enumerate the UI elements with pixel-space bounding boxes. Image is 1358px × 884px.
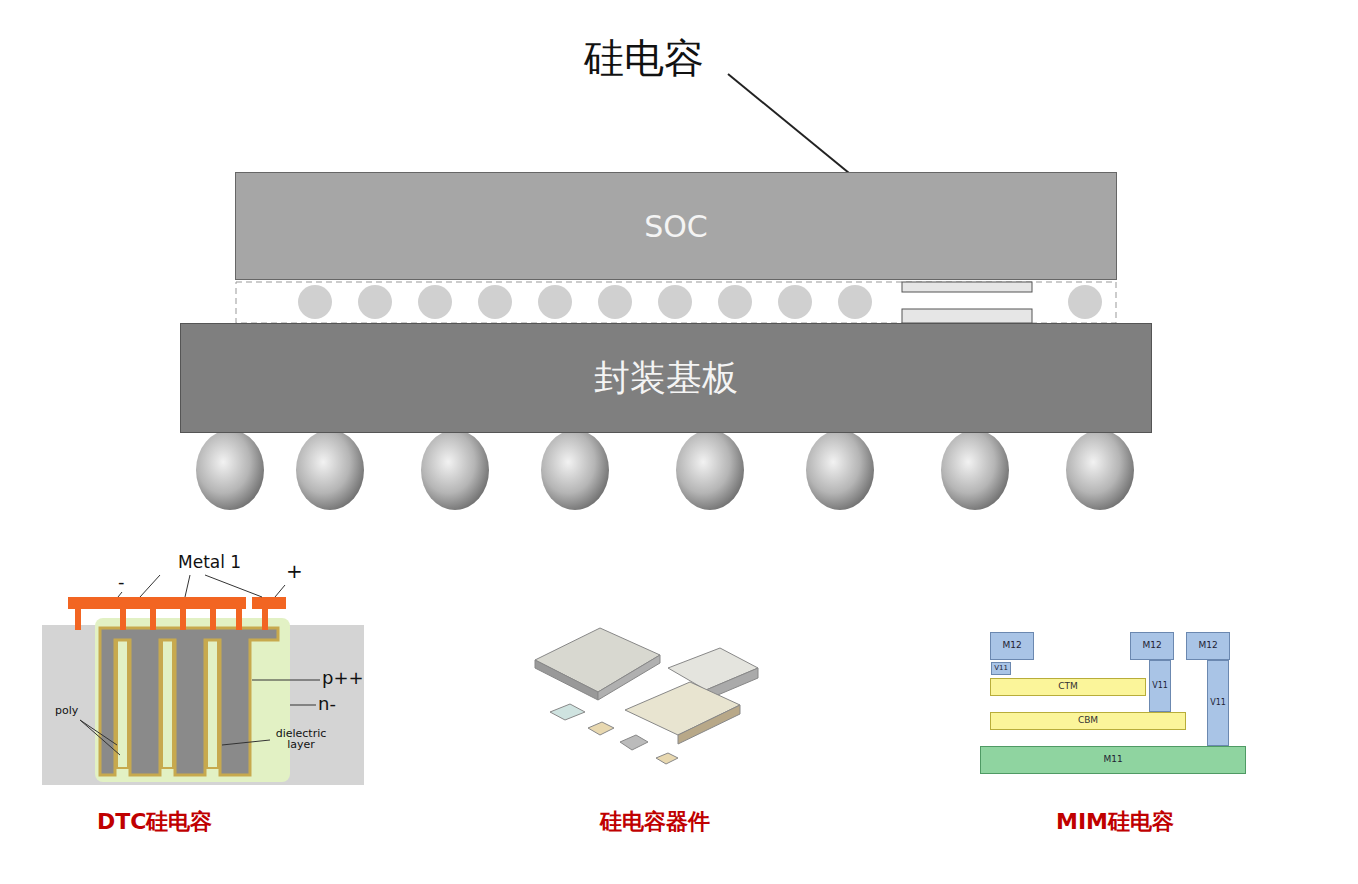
node-label: M11 bbox=[1103, 755, 1122, 765]
node-label: M12 bbox=[1002, 641, 1021, 651]
metal-layer: M12 bbox=[1130, 632, 1174, 660]
region-label: p++ bbox=[322, 668, 364, 688]
via: V11 bbox=[991, 662, 1011, 675]
part-name: poly bbox=[55, 705, 78, 717]
top-electrode: CTM bbox=[990, 678, 1146, 696]
soc-die: SOC bbox=[235, 172, 1117, 280]
metal-layer: M12 bbox=[1186, 632, 1230, 660]
callout-label: 硅电容 bbox=[584, 36, 704, 80]
part-name: Metal 1 bbox=[178, 553, 241, 572]
solder-ball bbox=[1066, 430, 1134, 510]
node-label: M12 bbox=[1142, 641, 1161, 651]
silicon-cap-bottom bbox=[902, 309, 1032, 323]
solder-ball bbox=[806, 430, 874, 510]
micro-bump bbox=[778, 285, 812, 319]
node-label: M12 bbox=[1198, 641, 1217, 651]
micro-bump bbox=[718, 285, 752, 319]
node-label: CTM bbox=[1058, 682, 1078, 692]
via: V11 bbox=[1207, 660, 1229, 746]
region-label: n- bbox=[318, 694, 336, 714]
solder-ball bbox=[676, 430, 744, 510]
micro-bump bbox=[1068, 285, 1102, 319]
via: V11 bbox=[1149, 660, 1171, 712]
micro-bump bbox=[598, 285, 632, 319]
device-illustration bbox=[535, 628, 758, 764]
solder-ball bbox=[941, 430, 1009, 510]
part-name: dielectric layer bbox=[272, 728, 330, 750]
caption: DTC硅电容 bbox=[97, 810, 212, 834]
terminal-sign: + bbox=[286, 560, 303, 582]
node-label: CBM bbox=[1078, 716, 1098, 726]
caption: 硅电容器件 bbox=[600, 810, 710, 834]
micro-bump bbox=[538, 285, 572, 319]
terminal-sign: - bbox=[118, 572, 125, 592]
node-label: SOC bbox=[644, 210, 708, 243]
bga-balls bbox=[196, 430, 1134, 510]
silicon-cap-top bbox=[902, 282, 1032, 292]
bottom-electrode: CBM bbox=[990, 712, 1186, 730]
micro-bump bbox=[658, 285, 692, 319]
node-label: 封装基板 bbox=[594, 358, 738, 398]
micro-bump bbox=[418, 285, 452, 319]
micro-bump bbox=[358, 285, 392, 319]
caption: MIM硅电容 bbox=[1056, 810, 1174, 834]
metal-layer: M12 bbox=[990, 632, 1034, 660]
solder-ball bbox=[421, 430, 489, 510]
dtc-drawing bbox=[42, 575, 364, 785]
node-label: V11 bbox=[994, 665, 1008, 673]
metal-layer: M11 bbox=[980, 746, 1246, 774]
node-label: V11 bbox=[1210, 699, 1226, 708]
micro-bump bbox=[838, 285, 872, 319]
solder-ball bbox=[541, 430, 609, 510]
package-substrate: 封装基板 bbox=[180, 323, 1152, 433]
solder-ball bbox=[296, 430, 364, 510]
micro-bump bbox=[298, 285, 332, 319]
solder-ball bbox=[196, 430, 264, 510]
bump-layer bbox=[236, 282, 1116, 323]
node-label: V11 bbox=[1152, 682, 1168, 691]
micro-bump bbox=[478, 285, 512, 319]
